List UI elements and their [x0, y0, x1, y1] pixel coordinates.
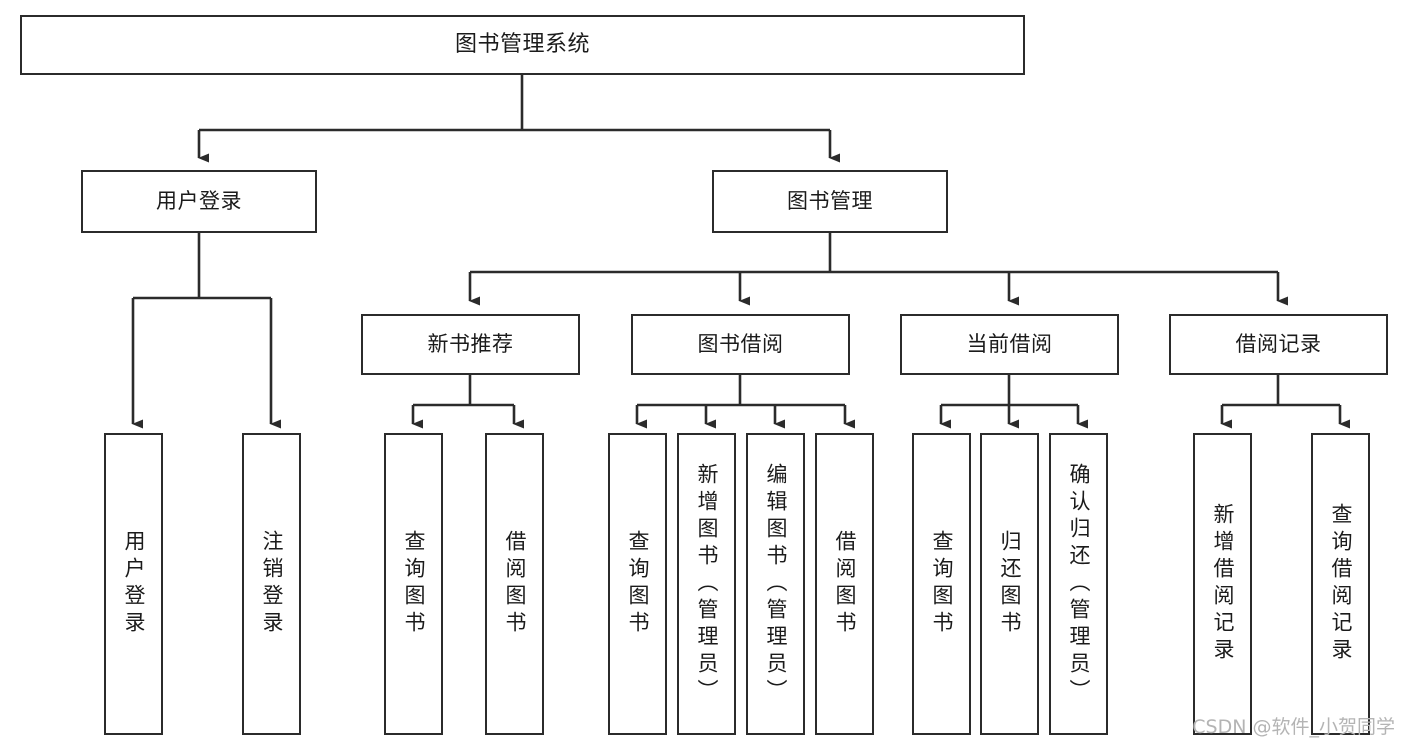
node-label: 借阅记录 [1235, 332, 1322, 357]
leaf-current-query-book[interactable]: 查询图书 [912, 433, 971, 735]
node-label: 编辑图书（管理员） [764, 462, 788, 706]
leaf-borrow-edit-book[interactable]: 编辑图书（管理员） [746, 433, 805, 735]
node-book-management[interactable]: 图书管理 [712, 170, 948, 233]
leaf-recommend-borrow-book[interactable]: 借阅图书 [485, 433, 544, 735]
leaf-record-query-record[interactable]: 查询借阅记录 [1311, 433, 1370, 735]
node-label: 图书管理系统 [454, 32, 590, 58]
node-label: 借阅图书 [833, 530, 857, 638]
node-root-system[interactable]: 图书管理系统 [20, 15, 1025, 75]
leaf-user-login-signin[interactable]: 用户登录 [104, 433, 163, 735]
node-label: 用户登录 [156, 189, 242, 214]
node-current-borrow[interactable]: 当前借阅 [900, 314, 1119, 375]
node-borrow-record[interactable]: 借阅记录 [1169, 314, 1388, 375]
node-label: 图书借阅 [697, 332, 784, 357]
node-new-book-recommend[interactable]: 新书推荐 [361, 314, 580, 375]
node-label: 查询借阅记录 [1329, 503, 1353, 665]
leaf-current-confirm-return[interactable]: 确认归还（管理员） [1049, 433, 1108, 735]
leaf-borrow-borrow-book[interactable]: 借阅图书 [815, 433, 874, 735]
node-label: 归还图书 [998, 530, 1022, 638]
node-label: 用户登录 [122, 530, 146, 638]
node-user-login[interactable]: 用户登录 [81, 170, 317, 233]
node-label: 查询图书 [930, 530, 954, 638]
leaf-current-return-book[interactable]: 归还图书 [980, 433, 1039, 735]
node-label: 新书推荐 [427, 332, 514, 357]
node-label: 注销登录 [260, 530, 284, 638]
leaf-borrow-query-book[interactable]: 查询图书 [608, 433, 667, 735]
leaf-borrow-add-book[interactable]: 新增图书（管理员） [677, 433, 736, 735]
node-label: 新增图书（管理员） [695, 462, 719, 706]
leaf-user-login-signout[interactable]: 注销登录 [242, 433, 301, 735]
node-label: 当前借阅 [966, 332, 1053, 357]
leaf-recommend-query-book[interactable]: 查询图书 [384, 433, 443, 735]
node-label: 查询图书 [402, 530, 426, 638]
node-book-borrow[interactable]: 图书借阅 [631, 314, 850, 375]
leaf-record-add-record[interactable]: 新增借阅记录 [1193, 433, 1252, 735]
node-label: 借阅图书 [503, 530, 527, 638]
node-label: 图书管理 [787, 189, 873, 214]
node-label: 新增借阅记录 [1211, 503, 1235, 665]
node-label: 确认归还（管理员） [1067, 462, 1091, 706]
node-label: 查询图书 [626, 530, 650, 638]
